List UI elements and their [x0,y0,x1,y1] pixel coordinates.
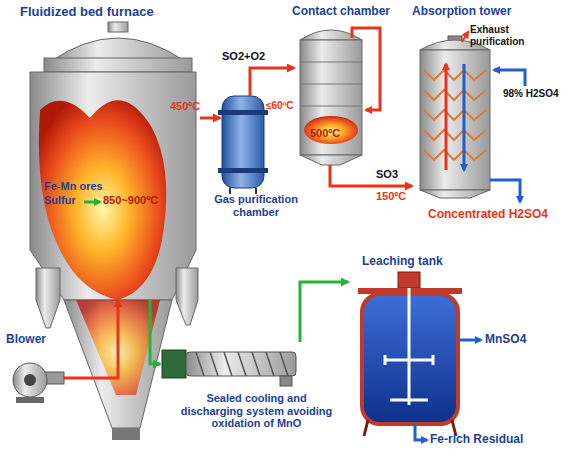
absorption-tower-drawing [420,32,525,202]
flow-arrow [300,282,348,342]
node-heading: Contact chamber [292,5,390,19]
annotation-label: 150ºC [376,190,406,203]
furnace-node: Fluidized bed furnace 850~900ºC [20,5,200,300]
annotation-label: Sulfur [44,194,76,207]
contact-chamber-node: Contact chamber500ºC [294,5,374,165]
annotation-label: 98% H2SO4 [503,88,559,100]
temperature-label: 500ºC [310,127,340,140]
edge-label: SO3 [376,168,398,181]
gas-chamber-drawing [218,96,268,194]
flow-arrow [64,300,118,378]
temperature-label: 850~900ºC [103,194,158,207]
annotation-label: MnSO4 [485,333,526,347]
gas-chamber-node: Gas purification chamber [220,96,292,226]
annotation-label: Concentrated H2SO4 [428,208,548,222]
node-heading: Absorption tower [412,5,511,19]
flow-arrow [200,117,220,120]
annotation-label: Fe-Mn ores [44,180,103,193]
flow-arrow [150,300,160,364]
node-heading: Leaching tank [362,255,443,269]
node-heading: Fluidized bed furnace [20,5,154,20]
flow-arrow [330,165,412,186]
leaching-tank-drawing [358,272,481,440]
cooling-system-node: Sealed cooling and discharging system av… [160,342,345,445]
contact-chamber-drawing [300,28,380,165]
node-heading: Gas purification chamber [210,193,302,218]
edge-label: SO2+O2 [222,50,265,63]
cooling-screw-drawing [162,350,296,386]
edge-label: 450ºC [170,100,200,113]
blower-drawing [13,363,64,403]
leaching-tank-node: Leaching tank [348,255,470,445]
node-heading: Blower [6,333,46,347]
furnace-drawing [30,22,198,440]
flow-arrow [250,68,294,96]
node-heading: Sealed cooling and discharging system av… [174,392,339,430]
annotation-label: Fe-rich Residual [430,433,523,447]
blower-node: Blower [2,333,64,418]
annotation-label: Exhaust purification [470,24,542,47]
annotation-label: ≤60ºC [266,100,294,112]
